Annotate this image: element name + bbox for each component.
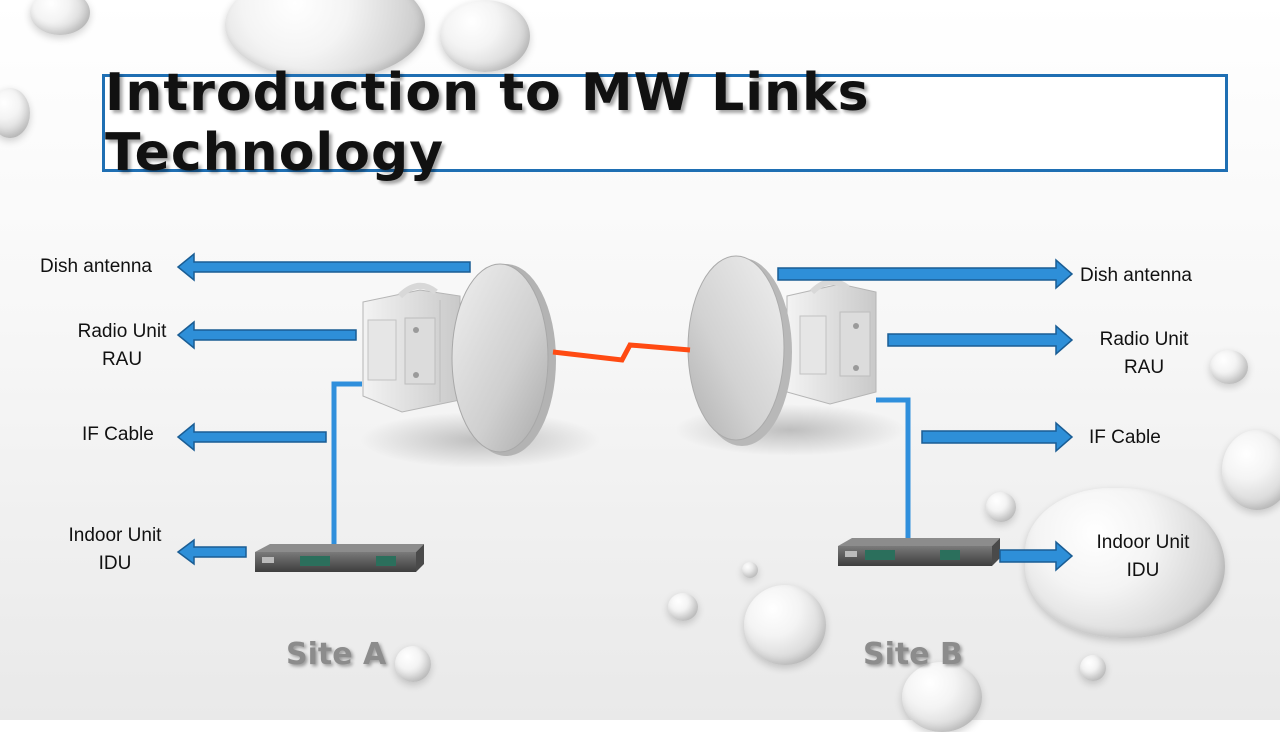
label-if-cable-b: IF Cable (1089, 427, 1161, 448)
arrow-radio-a (176, 320, 357, 350)
label-radio-unit-b: Radio Unit RAU (1082, 326, 1206, 382)
label-dish-antenna-a: Dish antenna (40, 256, 152, 277)
microwave-link-icon (552, 342, 691, 363)
label-indoor-unit-a: Indoor Unit IDU (60, 522, 170, 578)
site-a-label: Site A (286, 637, 387, 672)
label-indoor-unit-a-line1: Indoor Unit (68, 525, 162, 546)
if-cable-b (876, 397, 911, 540)
water-drop (395, 646, 431, 682)
label-indoor-unit-b: Indoor Unit IDU (1088, 529, 1198, 585)
water-drop (1210, 350, 1248, 384)
arrow-if-cable-b (921, 421, 1074, 453)
arrow-if-cable-a (176, 422, 327, 452)
water-drop (440, 0, 530, 72)
label-radio-unit-a-line1: Radio Unit (77, 321, 167, 342)
label-indoor-unit-a-line2: IDU (98, 553, 132, 574)
dish-antenna-a (451, 263, 556, 456)
water-drop (1222, 430, 1280, 510)
water-drop (30, 0, 90, 35)
site-b-label: Site B (863, 637, 963, 672)
title-box: Introduction to MW Links Technology (102, 63, 1228, 183)
water-drop (668, 593, 698, 621)
label-indoor-unit-b-line1: Indoor Unit (1096, 532, 1190, 553)
if-cable-a (331, 381, 362, 546)
arrow-idu-a (176, 538, 247, 566)
label-radio-unit-b-line2: RAU (1123, 357, 1165, 378)
water-drop (742, 562, 758, 578)
label-indoor-unit-b-line2: IDU (1126, 560, 1160, 581)
arrow-radio-b (887, 324, 1074, 356)
arrow-idu-b (999, 540, 1074, 572)
label-dish-antenna-b: Dish antenna (1080, 265, 1192, 286)
water-drop (1080, 655, 1106, 681)
radio-unit-a (362, 283, 461, 413)
slide-title: Introduction to MW Links Technology (105, 63, 870, 183)
dish-antenna-b (687, 255, 792, 446)
water-drop (744, 585, 826, 665)
water-drop (986, 492, 1016, 522)
label-radio-unit-a-line2: RAU (101, 349, 143, 370)
arrow-dish-b (777, 258, 1074, 290)
arrow-dish-a (176, 252, 471, 282)
label-radio-unit-a: Radio Unit RAU (60, 318, 184, 374)
indoor-unit-a (255, 544, 424, 572)
label-if-cable-a: IF Cable (82, 424, 154, 445)
indoor-unit-b (838, 538, 1000, 566)
radio-unit-b (786, 279, 877, 405)
label-radio-unit-b-line1: Radio Unit (1099, 329, 1189, 350)
